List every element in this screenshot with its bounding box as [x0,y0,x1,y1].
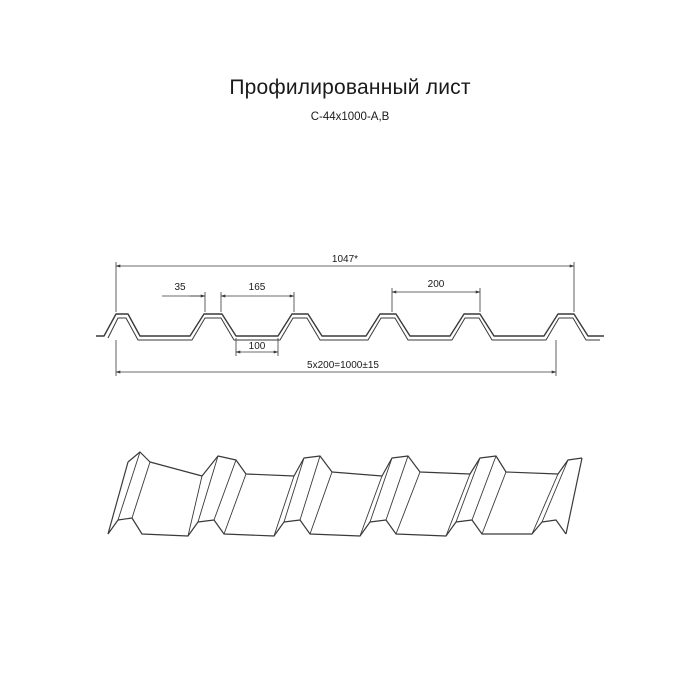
profile-cross-section [96,313,604,341]
profile-outer-line [96,313,604,337]
dimension-top-flange-label: 165 [249,282,266,293]
model-code: С-44х1000-А,В [310,111,390,123]
dimension-pitch [391,288,481,312]
dimension-top-flange [220,292,295,312]
sheet-bottom-edge [107,517,567,537]
dimension-flange-label: 35 [174,282,186,293]
dimension-overall-label: 1047* [332,254,358,265]
sheet-top-edge [127,451,583,477]
dimension-flange [162,292,222,312]
sheet-fold-lines [117,451,569,537]
dimension-bottom-flange-label: 100 [249,341,266,352]
dimension-pitch-label: 200 [428,279,445,290]
drawing-subtitle: С-44х1000-А,В [0,111,700,123]
profile-inner-line [107,317,600,341]
dimension-working-width-label: 5х200=1000±15 [307,360,379,371]
dimension-working-width [115,340,557,376]
profile-3d-view [107,451,583,537]
dimension-overall [115,262,575,312]
drawing-title: Профилированный лист [229,76,471,99]
dimension-bottom-flange [235,338,279,356]
